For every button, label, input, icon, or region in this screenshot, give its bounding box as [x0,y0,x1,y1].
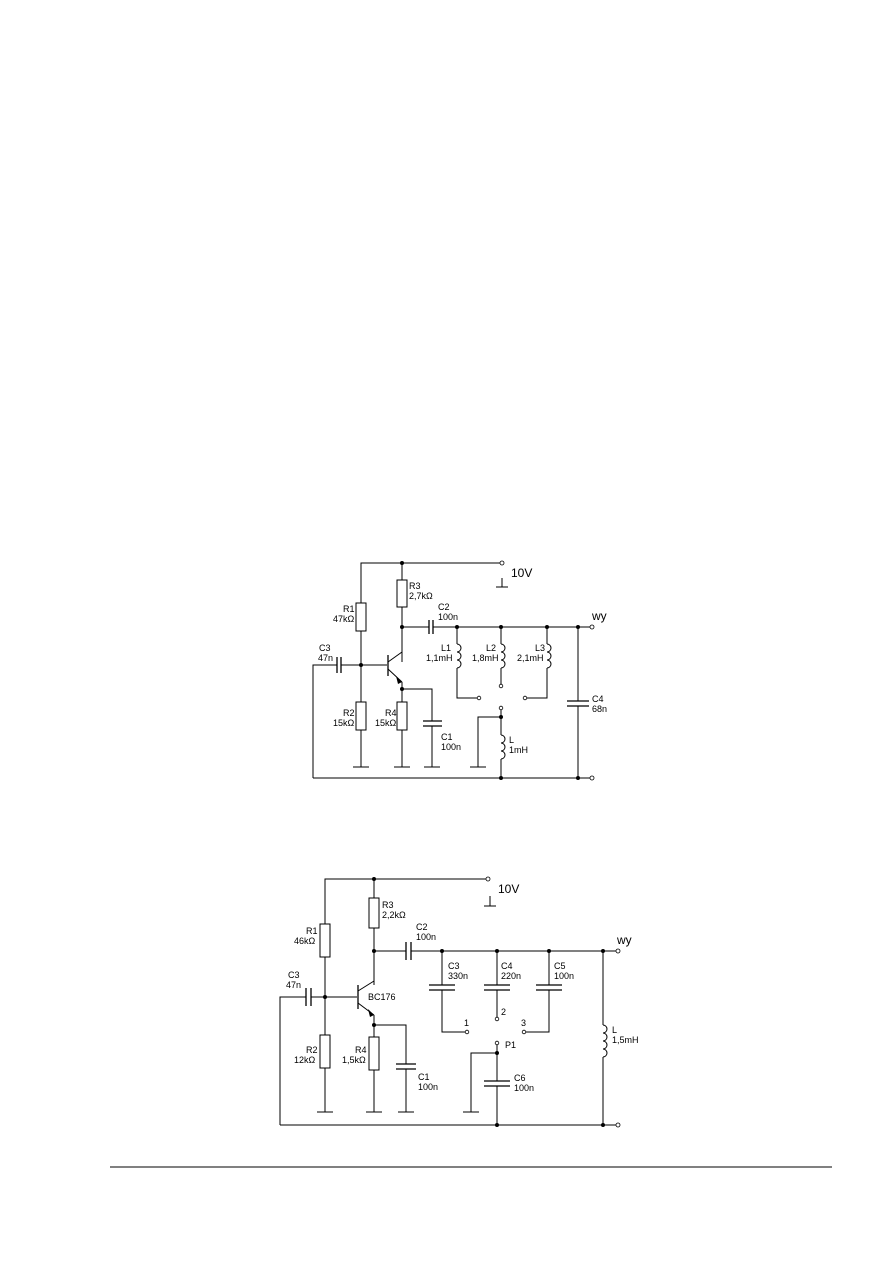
c2-l-inductor [602,1024,608,1058]
c1-r1-value: 47kΩ [333,614,355,624]
c2-output-label: wy [616,933,632,947]
c2-c5-value: 100n [554,971,574,981]
c1-c1-value: 100n [441,742,461,752]
c2-r3-resistor [368,897,380,929]
c1-l-value: 1mH [509,745,528,755]
ground-symbol [484,896,496,907]
c1-switch-common [498,705,504,711]
c1-r2-resistor [355,701,367,731]
c1-switch-contact [498,683,504,689]
c2-c6-value: 100n [514,1083,534,1093]
c2-c4-name: C4 [501,961,513,971]
c2-c2-name: C2 [416,922,428,932]
c2-l-value: 1,5mH [612,1035,639,1045]
c1-l-name: L [509,735,514,745]
c2-transistor-label: BC176 [368,992,396,1002]
c1-supply-rail [360,562,500,605]
c1-l3-inductor [546,643,552,669]
c2-supply-label: 10V [498,882,519,896]
c2-r2-value: 12kΩ [294,1055,316,1065]
c1-supply-label: 10V [511,566,532,580]
c1-c4-name: C4 [592,694,604,704]
c2-c5-name: C5 [554,961,566,971]
c2-r3-value: 2,2kΩ [382,910,406,920]
c1-c3-name: C3 [319,643,331,653]
c2-c3b-name: C3 [448,961,460,971]
c1-r1-name: R1 [343,604,355,614]
c1-supply-terminal [499,560,505,566]
c1-c1-name: C1 [441,732,453,742]
c1-l1-name: L1 [441,643,451,653]
c2-r1-name: R1 [306,926,318,936]
c2-r2-resistor [319,1034,331,1069]
c2-output-terminal [615,1122,621,1128]
c2-switch-contact-1 [464,1029,470,1035]
c2-output-terminal [615,948,621,954]
c1-switch-contact [522,695,528,701]
c2-supply-terminal [485,876,491,882]
circuit-2-schematic: 10V wy BC176 R1 46kΩ R2 12kΩ R3 2,2kΩ R4… [279,876,639,1128]
ground-symbol [496,578,508,588]
c2-c3b-value: 330n [448,971,468,981]
c1-l1-value: 1,1mH [426,653,453,663]
c1-l3-value: 2,1mH [517,653,544,663]
c2-transistor [325,980,375,1025]
c2-l-name: L [612,1025,617,1035]
c1-r3-name: R3 [409,581,421,591]
c1-r1-resistor [355,602,367,632]
c2-r1-value: 46kΩ [294,936,316,946]
c2-switch-contact-2 [494,1016,500,1022]
c1-c3-value: 47n [318,653,333,663]
c2-c4-value: 220n [501,971,521,981]
c1-c2-value: 100n [438,612,458,622]
c2-c3-name: C3 [288,970,300,980]
c1-r4-name: R4 [385,708,397,718]
c2-c1-name: C1 [418,1072,430,1082]
c1-r3-value: 2,7kΩ [409,591,433,601]
circuit-1-schematic: 10V wy R1 47kΩ R2 15kΩ R3 2,7kΩ R4 15kΩ … [312,560,607,781]
c2-supply-rail [324,878,486,927]
c1-c4-value: 68n [592,704,607,714]
c2-switch-p1-common [494,1040,500,1046]
c2-r4-name: R4 [355,1045,367,1055]
c1-output-terminal [589,624,595,630]
c2-switch-pos-1: 1 [464,1018,469,1028]
c2-r1-resistor [319,923,331,958]
c2-switch-pos-3: 3 [521,1018,526,1028]
c1-l2-inductor [500,643,506,669]
c1-r2-value: 15kΩ [333,718,355,728]
c1-l2-value: 1,8mH [472,653,499,663]
c2-switch-label: P1 [505,1040,516,1050]
c2-switch-contact-3 [521,1029,527,1035]
c1-output-label: wy [591,609,607,623]
c1-l3-name: L3 [535,643,545,653]
c2-c3-value: 47n [286,980,301,990]
c2-switch-pos-2: 2 [501,1007,506,1017]
c1-l-inductor [500,734,506,760]
c2-c6-name: C6 [514,1073,526,1083]
c1-transistor [361,651,403,689]
c1-l1-inductor [456,643,462,669]
c2-r4-resistor [368,1036,380,1071]
c1-l2-name: L2 [486,643,496,653]
c1-r3-resistor [396,579,408,608]
c1-output-terminal [589,775,595,781]
c1-r2-name: R2 [343,708,355,718]
c2-c2-value: 100n [416,932,436,942]
c1-c2-name: C2 [438,602,450,612]
c1-switch-contact [476,695,482,701]
c2-r3-name: R3 [382,900,394,910]
c1-r4-value: 15kΩ [375,718,397,728]
c2-r2-name: R2 [306,1045,318,1055]
c2-c1-value: 100n [418,1082,438,1092]
c2-r4-value: 1,5kΩ [342,1055,366,1065]
c1-r4-resistor [396,701,408,731]
